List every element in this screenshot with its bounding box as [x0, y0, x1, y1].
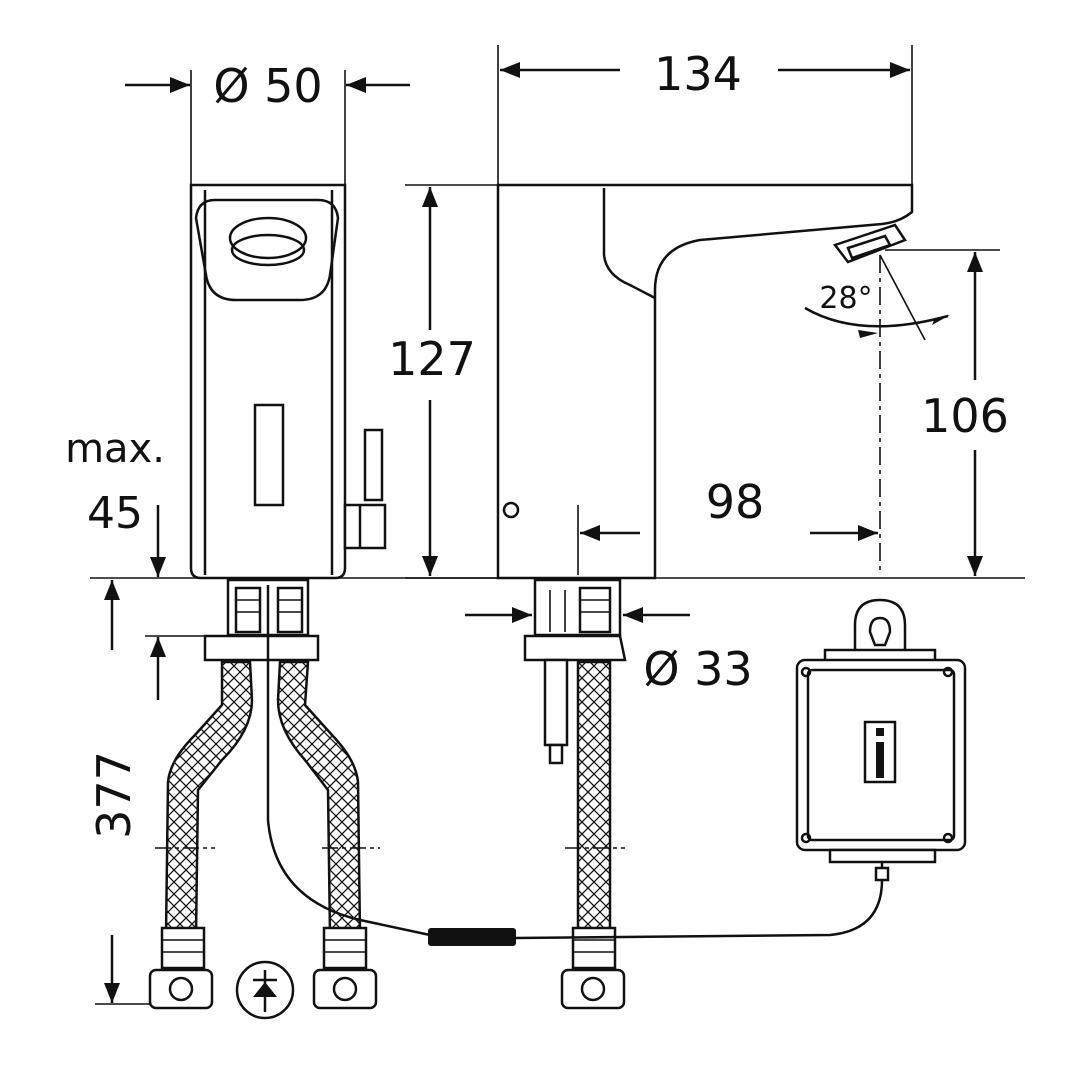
side-view: 134 127 28° 106 98 — [388, 45, 1009, 1010]
dim-total-depth: 134 — [654, 47, 742, 101]
dim-spray-angle: 28° — [819, 281, 872, 316]
faucet-body-front — [189, 183, 347, 580]
dim-height: 127 — [388, 332, 476, 386]
hose-nut-right — [312, 926, 378, 1010]
control-box — [795, 598, 967, 882]
control-box-logo-icon — [863, 720, 897, 784]
sensor-cable-front — [266, 585, 431, 937]
mounting-hole-icon — [853, 598, 907, 662]
hose-nut-side — [560, 926, 626, 1010]
dim-shank-diameter: Ø 33 — [643, 642, 752, 696]
sensor-window — [253, 403, 285, 507]
dim-spout-reach: 98 — [706, 475, 765, 529]
front-mounting-plate — [203, 634, 320, 662]
hose-right — [276, 660, 362, 937]
spout-outlet — [832, 223, 907, 264]
aerator-housing — [194, 198, 340, 302]
dim-max-value: 45 — [87, 488, 143, 539]
hose-side — [576, 660, 612, 937]
hose-left — [164, 660, 254, 937]
hose-nut-left — [148, 926, 214, 1010]
dim-spout-height: 106 — [921, 389, 1009, 443]
control-cable — [514, 879, 884, 940]
cable-connector-sleeve — [428, 928, 516, 946]
side-mounting-plate — [523, 634, 627, 662]
dim-hose-length: 377 — [87, 751, 141, 839]
faucet-body-side — [496, 183, 914, 580]
front-view: Ø 50 max. 45 377 — [65, 59, 1025, 1020]
side-lever — [363, 428, 384, 502]
dim-max-label: max. — [65, 426, 165, 472]
side-screw — [502, 501, 520, 519]
angle-arc — [804, 306, 949, 328]
check-valve-symbol-icon — [235, 960, 295, 1020]
dim-body-diameter: Ø 50 — [213, 59, 322, 113]
